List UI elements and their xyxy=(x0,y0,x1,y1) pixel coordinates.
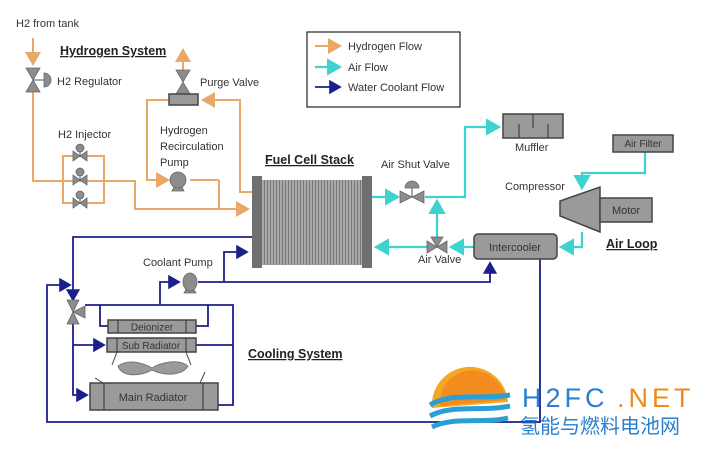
watermark-brand-b: .NET xyxy=(617,383,695,413)
h2-injector-label: H2 Injector xyxy=(58,129,112,141)
purge-valve-label: Purge Valve xyxy=(200,77,259,89)
legend-air-label: Air Flow xyxy=(348,62,388,74)
air-shut-valve-icon xyxy=(399,180,425,204)
coolant-pump-label: Coolant Pump xyxy=(143,257,213,269)
muffler xyxy=(502,113,564,139)
hydrogen-lines xyxy=(25,38,252,217)
three-way-coolant-valve-icon xyxy=(66,299,86,325)
motor-label: Motor xyxy=(612,205,640,217)
deionizer: Deionizer xyxy=(107,319,197,334)
fuel-cell-stack xyxy=(252,176,372,268)
h2-regulator-valve-icon xyxy=(25,67,52,93)
injector-valve-icon xyxy=(72,167,88,186)
motor: Motor xyxy=(599,197,653,223)
recirculation-pump-label-3: Pump xyxy=(160,157,189,169)
injector-valve-icon xyxy=(72,190,88,209)
air-filter-label: Air Filter xyxy=(624,139,662,150)
fuel-cell-stack-title: Fuel Cell Stack xyxy=(265,153,354,167)
watermark-subtitle: 氢能与燃料电池网 xyxy=(520,414,680,438)
compressor-label: Compressor xyxy=(505,181,565,193)
deionizer-label: Deionizer xyxy=(131,323,174,334)
injector-valve-icon xyxy=(72,143,88,162)
cooling-system-title: Cooling System xyxy=(248,347,342,361)
air-shut-valve-label: Air Shut Valve xyxy=(381,159,450,171)
air-valve-label: Air Valve xyxy=(418,254,461,266)
air-lines xyxy=(372,118,647,256)
coolant-pump-icon xyxy=(182,272,198,294)
recirculation-pump-label-2: Recirculation xyxy=(160,141,224,153)
h2-from-tank-label: H2 from tank xyxy=(16,18,79,30)
purge-valve-icon xyxy=(168,69,199,106)
h2-regulator-label: H2 Regulator xyxy=(57,76,122,88)
sub-radiator-label: Sub Radiator xyxy=(122,341,181,352)
coolant-lines xyxy=(46,236,541,423)
h2-injector-icons xyxy=(72,143,88,209)
intercooler: Intercooler xyxy=(473,233,558,260)
main-radiator: Main Radiator xyxy=(89,382,219,411)
sub-radiator: Sub Radiator xyxy=(106,337,197,353)
intercooler-label: Intercooler xyxy=(489,242,541,254)
legend: Hydrogen Flow Air Flow Water Coolant Flo… xyxy=(306,31,461,108)
air-valve-icon xyxy=(426,236,448,254)
hydrogen-system-title: Hydrogen System xyxy=(60,44,166,58)
radiator-fan-icon xyxy=(94,351,206,384)
legend-hydrogen-label: Hydrogen Flow xyxy=(348,41,422,53)
recirculation-pump-label-1: Hydrogen xyxy=(160,125,208,137)
watermark-logo: H2FC .NET 氢能与燃料电池网 xyxy=(428,366,695,438)
legend-coolant-label: Water Coolant Flow xyxy=(348,82,444,94)
watermark-brand-a: H2FC xyxy=(522,383,609,413)
air-filter: Air Filter xyxy=(612,134,674,153)
compressor-icon xyxy=(559,185,601,234)
main-radiator-label: Main Radiator xyxy=(119,392,188,404)
recirculation-pump-icon xyxy=(169,171,187,192)
air-loop-title: Air Loop xyxy=(606,237,658,251)
muffler-label: Muffler xyxy=(515,142,549,154)
